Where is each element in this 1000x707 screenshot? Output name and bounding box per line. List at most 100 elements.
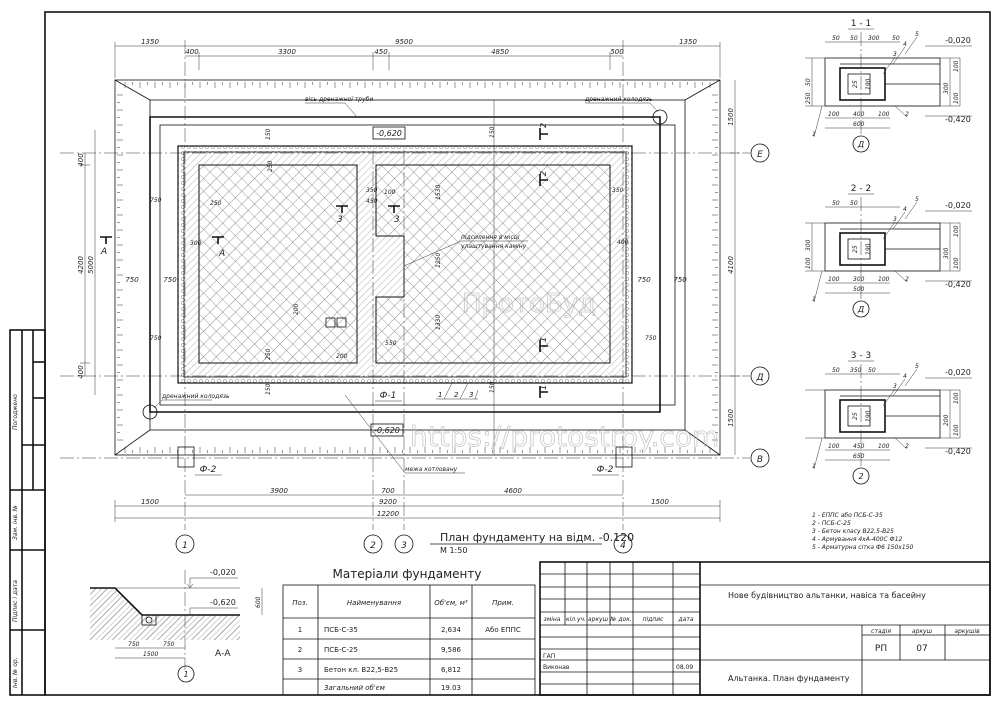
dim: 200	[943, 414, 950, 426]
dim: 600	[853, 121, 865, 128]
level-mark: -0,420	[945, 280, 971, 289]
dim: 100	[828, 443, 840, 450]
callout: 4	[903, 206, 907, 213]
dim: 190	[865, 78, 872, 90]
rev-header: підпис	[643, 616, 665, 623]
callout: 1	[812, 131, 816, 138]
layer-callout: 3	[469, 391, 473, 399]
axis-label: Д	[755, 373, 763, 383]
level-mark: -0,420	[945, 447, 971, 456]
label-drain-well: дренажний колодязь	[584, 96, 653, 103]
dim: 550	[385, 340, 397, 347]
dim: 200	[293, 303, 300, 315]
callout: 5	[915, 31, 919, 38]
dim: 190	[865, 410, 872, 422]
callout: 1	[812, 296, 816, 303]
drain-well-icon	[652, 109, 668, 125]
row-note: Або ЕППС	[485, 626, 521, 634]
callout: 3	[893, 51, 897, 58]
axis-bubbles	[175, 143, 770, 554]
dim: 190	[865, 243, 872, 255]
dim-offset: 750	[163, 276, 177, 284]
table-header: Прим.	[492, 599, 514, 607]
dim: 1250	[435, 253, 442, 268]
dim: 50	[832, 200, 840, 207]
dim: 25	[852, 412, 859, 420]
callout: 2	[905, 443, 909, 450]
label-f1: Ф-1	[380, 391, 397, 401]
section-mark: 3	[337, 215, 343, 225]
stage-value: РП	[875, 644, 887, 654]
callout: 4	[903, 373, 907, 380]
stage-header: аркушів	[954, 628, 980, 635]
watermark: https://protostroy.com	[410, 420, 719, 453]
watermark: ПротоБуд	[462, 289, 596, 319]
foundation-plan: 1350 9500 1350 400 3300 450 4850 500 390…	[60, 38, 770, 555]
dim: 400	[853, 111, 865, 118]
section-a-a: -0,020 -0,620 600 750 750 1500 А-А 1	[90, 568, 263, 683]
dim-left: 400	[77, 365, 85, 379]
dim: 100	[878, 276, 890, 283]
sheet-title: Альтанка. План фундаменту	[728, 674, 850, 683]
dim: 1500	[143, 651, 158, 658]
dim: 250	[210, 200, 222, 207]
total-volume: 19.03	[441, 684, 461, 692]
dim-right: 1500	[727, 409, 735, 427]
row-pos: 3	[298, 666, 302, 674]
stamp-replacement: Зам. інв. №	[12, 505, 19, 540]
dim: 100	[384, 189, 396, 196]
stage-header: аркуш	[912, 628, 933, 635]
dim: 100	[878, 111, 890, 118]
dim-offset: 750	[637, 276, 651, 284]
role-label: ГАП	[543, 653, 555, 660]
dim: 750	[128, 641, 140, 648]
dim: 100	[805, 257, 812, 269]
axis-label: Д	[857, 305, 864, 314]
dim: 100	[878, 443, 890, 450]
dim: 150	[489, 381, 496, 393]
dim: 400	[617, 239, 629, 246]
callout: 3	[893, 383, 897, 390]
dim: 350	[850, 367, 862, 374]
slab-left	[199, 165, 357, 363]
plan-title: План фундаменту на відм. -0.120	[440, 531, 634, 544]
row-pos: 1	[298, 626, 302, 634]
dim-bottom: 9200	[379, 498, 397, 506]
level-mark: -0,020	[945, 368, 971, 377]
level-mark: -0,420	[945, 115, 971, 124]
dim: 600	[255, 596, 262, 608]
dim: 50	[832, 35, 840, 42]
materials-table: Матеріали фундаменту Поз. Найменування О…	[282, 567, 536, 696]
axis-label: 1	[182, 541, 188, 551]
row-volume: 2,634	[441, 626, 462, 634]
callout: 5	[915, 196, 919, 203]
axis-label: Е	[757, 150, 763, 160]
slope-ticks	[117, 82, 718, 453]
axis-label: 4	[620, 541, 626, 551]
dim: 50	[850, 35, 858, 42]
dim: 300	[190, 240, 202, 247]
dim: 300	[853, 276, 865, 283]
row-name: ПСБ-С-35	[324, 626, 358, 634]
row-pos: 2	[298, 646, 302, 654]
plan-scale: М 1:50	[440, 546, 467, 555]
note: 1 - ЕППС або ПСБ-С-35	[812, 512, 883, 519]
row-volume: 9,586	[441, 646, 462, 654]
dim: 50	[832, 367, 840, 374]
axis-label: 2	[858, 472, 863, 481]
dim: 100	[953, 392, 960, 404]
materials-title: Матеріали фундаменту	[333, 567, 482, 581]
dim: 50	[868, 367, 876, 374]
dim-top-inner: 4850	[491, 48, 509, 56]
dim: 150	[265, 383, 272, 395]
dim: 25	[852, 80, 859, 88]
row-volume: 6,812	[441, 666, 461, 674]
drain-pipe-line	[149, 116, 661, 413]
dim: 200	[336, 353, 348, 360]
dim-offset: 750	[125, 276, 139, 284]
dim: 450	[366, 198, 378, 205]
dim-top-3: 1350	[679, 38, 697, 46]
dim-left: 400	[77, 153, 85, 167]
